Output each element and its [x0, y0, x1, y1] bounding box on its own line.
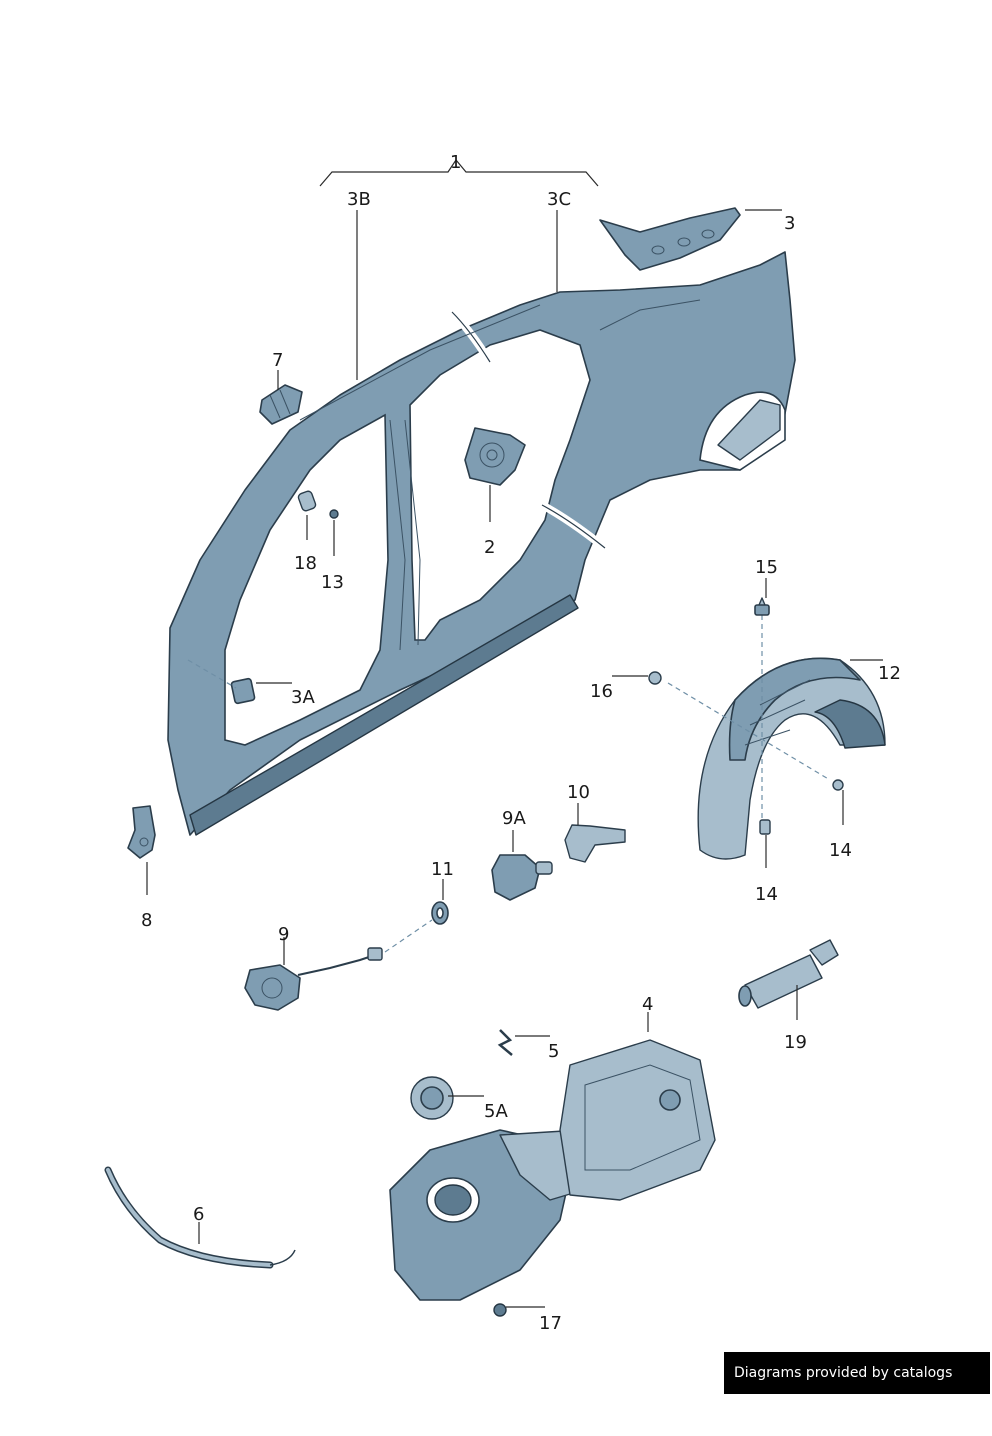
- label-19: 19: [784, 1032, 807, 1053]
- part-11-grommet[interactable]: [431, 901, 449, 925]
- part-10-bracket[interactable]: [564, 824, 626, 863]
- side-panel[interactable]: [167, 251, 796, 836]
- credit-banner: Diagrams provided by catalogs parts: [724, 1352, 990, 1423]
- label-13: 13: [321, 572, 344, 593]
- part-3-bracket[interactable]: [599, 207, 741, 271]
- part-7-cover[interactable]: [259, 384, 303, 425]
- label-9: 9: [278, 924, 289, 945]
- label-5a: 5A: [484, 1101, 508, 1122]
- label-1: 1: [450, 152, 461, 173]
- part-5a-grommet[interactable]: [410, 1076, 454, 1120]
- part-13-screw[interactable]: [329, 509, 339, 519]
- label-18: 18: [294, 553, 317, 574]
- part-5-spring[interactable]: [497, 1029, 513, 1056]
- part-3a-clip[interactable]: [187, 659, 256, 705]
- part-9a-actuator[interactable]: [491, 854, 553, 901]
- part-4-fuel-flap[interactable]: [389, 1039, 716, 1301]
- part-14-screw-a[interactable]: [832, 779, 844, 791]
- label-4: 4: [642, 994, 653, 1015]
- part-19-cylinder[interactable]: [738, 939, 839, 1009]
- part-17-screw[interactable]: [493, 1303, 507, 1317]
- label-10: 10: [567, 782, 590, 803]
- label-5: 5: [548, 1041, 559, 1062]
- label-7: 7: [272, 350, 283, 371]
- part-16-screw[interactable]: [648, 671, 662, 685]
- part-18-plug[interactable]: [297, 490, 317, 512]
- part-labels: 1 3B 3C 3 7 2 18 13 3A 8 15 12 16 14 14 …: [141, 152, 901, 1334]
- label-11: 11: [431, 859, 454, 880]
- label-9a: 9A: [502, 808, 526, 829]
- part-14-screw-b[interactable]: [759, 819, 771, 835]
- label-8: 8: [141, 910, 152, 931]
- label-16: 16: [590, 681, 613, 702]
- part-6-drain-hose[interactable]: [104, 1166, 296, 1269]
- label-3: 3: [784, 213, 795, 234]
- part-15-clip[interactable]: [754, 597, 770, 616]
- label-12: 12: [878, 663, 901, 684]
- label-17: 17: [539, 1313, 562, 1334]
- label-3a: 3A: [291, 687, 315, 708]
- label-15: 15: [755, 557, 778, 578]
- parts-diagram: 1 3B 3C 3 7 2 18 13 3A 8 15 12 16 14 14 …: [104, 152, 901, 1334]
- label-14a: 14: [829, 840, 852, 861]
- leader-lines: [146, 158, 883, 1308]
- label-6: 6: [193, 1204, 204, 1225]
- part-8-bracket[interactable]: [127, 805, 156, 859]
- label-3c: 3C: [547, 189, 571, 210]
- label-2: 2: [484, 537, 495, 558]
- part-2-plate[interactable]: [464, 427, 526, 486]
- label-14b: 14: [755, 884, 778, 905]
- part-9-lock-cable[interactable]: [244, 919, 433, 1011]
- label-3b: 3B: [347, 189, 371, 210]
- part-12-wheelhouse-liner[interactable]: [667, 615, 886, 860]
